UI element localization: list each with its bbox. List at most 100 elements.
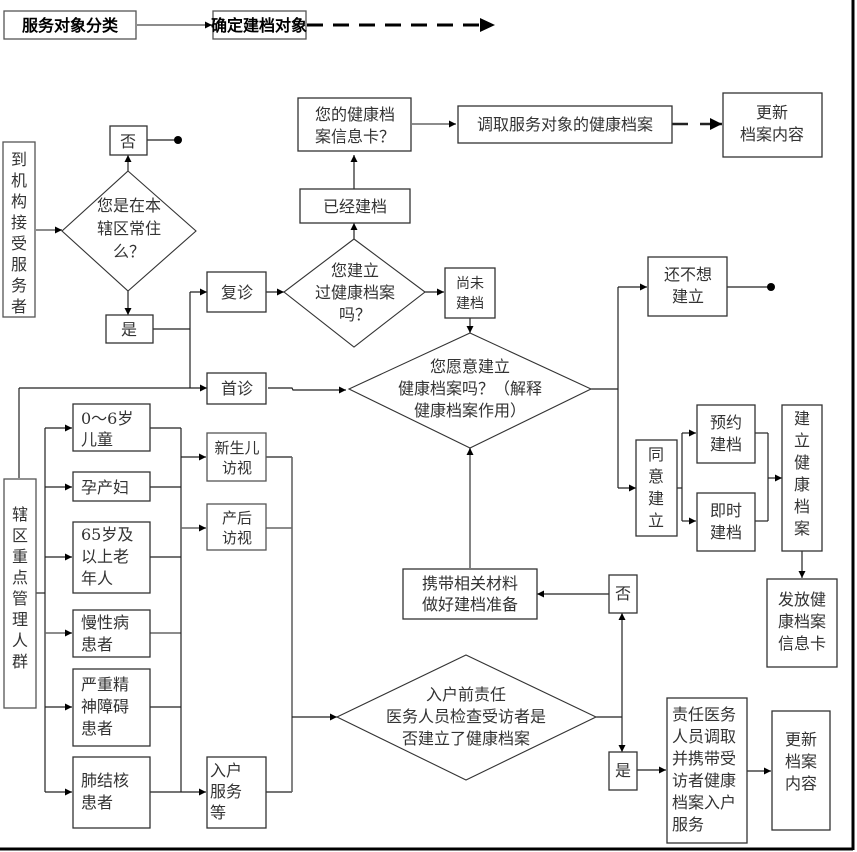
node-text-line: 访视 <box>222 529 252 547</box>
yes-left-label: 是 <box>121 320 137 339</box>
node-text-line: 健 <box>794 453 810 472</box>
node-text-line: 机 <box>11 171 27 190</box>
node-text-line: 更新 <box>785 730 817 749</box>
node-text-line: 您是在本 <box>97 196 161 215</box>
already-built-label: 已经建档 <box>323 197 387 216</box>
no-top-label: 否 <box>120 132 136 151</box>
node-already-built: 已经建档 <box>299 188 411 224</box>
node-text-line: 人 <box>12 631 28 650</box>
node-text-line: 并携带受 <box>672 749 736 768</box>
node-text-line: 您愿意建立 <box>430 357 510 376</box>
node-text-line: 案信息卡？ <box>315 127 395 146</box>
node-text-line: 辖区常住 <box>97 219 161 238</box>
node-text-line: 建 <box>648 489 664 508</box>
node-first-visit: 首诊 <box>206 372 267 405</box>
header-step2-label: 确定建档对象 <box>211 16 307 35</box>
node-text-line: 档案入户 <box>672 793 736 812</box>
node-text-line: 您的健康档 <box>315 105 395 124</box>
node-text-line: 服 <box>11 255 27 274</box>
node-text-line: 同 <box>648 445 664 464</box>
node-text-line: 建档 <box>710 435 742 454</box>
node-text-line: 建档 <box>456 296 484 312</box>
node-text-line: 立 <box>648 511 664 530</box>
node-text-line: 么？ <box>113 242 145 261</box>
node-text-line: 尚未 <box>456 276 484 292</box>
no-mid-label: 否 <box>615 584 631 603</box>
node-text-line: 以上老 <box>81 547 129 566</box>
node-text-line: 构 <box>11 192 27 211</box>
node-no-top: 否 <box>109 125 148 156</box>
node-text-line: 年人 <box>81 569 113 588</box>
node-text-line: 意 <box>648 467 664 486</box>
node-text-line: 严重精 <box>81 675 129 694</box>
node-text-line: 患者 <box>81 793 113 812</box>
node-text-line: 建立 <box>672 287 704 306</box>
node-text-line: 产后 <box>222 509 252 527</box>
node-text-line: 档案内容 <box>740 125 804 144</box>
node-text-line: 等 <box>210 803 226 822</box>
node-text-line: 访者健康 <box>672 771 736 790</box>
node-text-line: 立 <box>794 431 810 450</box>
node-text-line: 孕产妇 <box>81 478 129 497</box>
node-text-line: 健康档案吗？（解释 <box>398 379 542 398</box>
group-pregnant: 孕产妇 <box>72 471 151 502</box>
retrieve-label: 调取服务对象的健康档案 <box>477 115 653 134</box>
node-text-line: 慢性病 <box>81 613 129 632</box>
node-text-line: 受 <box>11 234 27 253</box>
node-text-line: 人员调取 <box>672 727 736 746</box>
node-text-line: 健康档案作用） <box>414 401 526 420</box>
node-text-line: 建 <box>794 409 810 428</box>
node-text-line: 点 <box>12 568 28 587</box>
yes-bottom-label: 是 <box>615 761 631 780</box>
node-text-line: 管 <box>12 589 28 608</box>
node-text-line: 儿童 <box>81 430 113 449</box>
header-step1-label: 服务对象分类 <box>22 16 119 35</box>
node-no-mid: 否 <box>608 574 638 614</box>
node-yes-bottom: 是 <box>608 751 638 791</box>
node-text-line: 重 <box>12 547 28 566</box>
header-dashed-arrowhead <box>480 18 495 32</box>
node-text-line: 做好建档准备 <box>422 595 518 614</box>
node-text-line: 否建立了健康档案 <box>402 729 530 748</box>
node-text-line: 区 <box>12 526 28 545</box>
node-text-line: 案 <box>794 519 810 538</box>
node-text-line: 者 <box>11 297 27 316</box>
node-text-line: 建档 <box>710 523 742 542</box>
node-text-line: 您建立 <box>331 261 379 280</box>
node-text-line: 辖 <box>12 505 28 524</box>
node-text-line: 服务 <box>672 815 704 834</box>
node-revisit: 复诊 <box>206 271 267 313</box>
node-text-line: 吗？ <box>339 305 371 324</box>
node-text-line: 过健康档案 <box>315 283 395 302</box>
node-text-line: 0～6岁 <box>81 409 133 428</box>
node-text-line: 接 <box>11 213 27 232</box>
node-text-line: 档 <box>794 497 810 516</box>
node-text-line: 入户前责任 <box>426 685 506 704</box>
node-text-line: 医务人员检查受访者是 <box>386 707 546 726</box>
first-visit-label: 首诊 <box>221 379 253 398</box>
node-text-line: 群 <box>12 652 28 671</box>
node-text-line: 入户 <box>210 761 242 780</box>
header-step-determine: 确定建档对象 <box>211 10 307 40</box>
node-text-line: 务 <box>11 276 27 295</box>
node-text-line: 访视 <box>222 459 252 477</box>
